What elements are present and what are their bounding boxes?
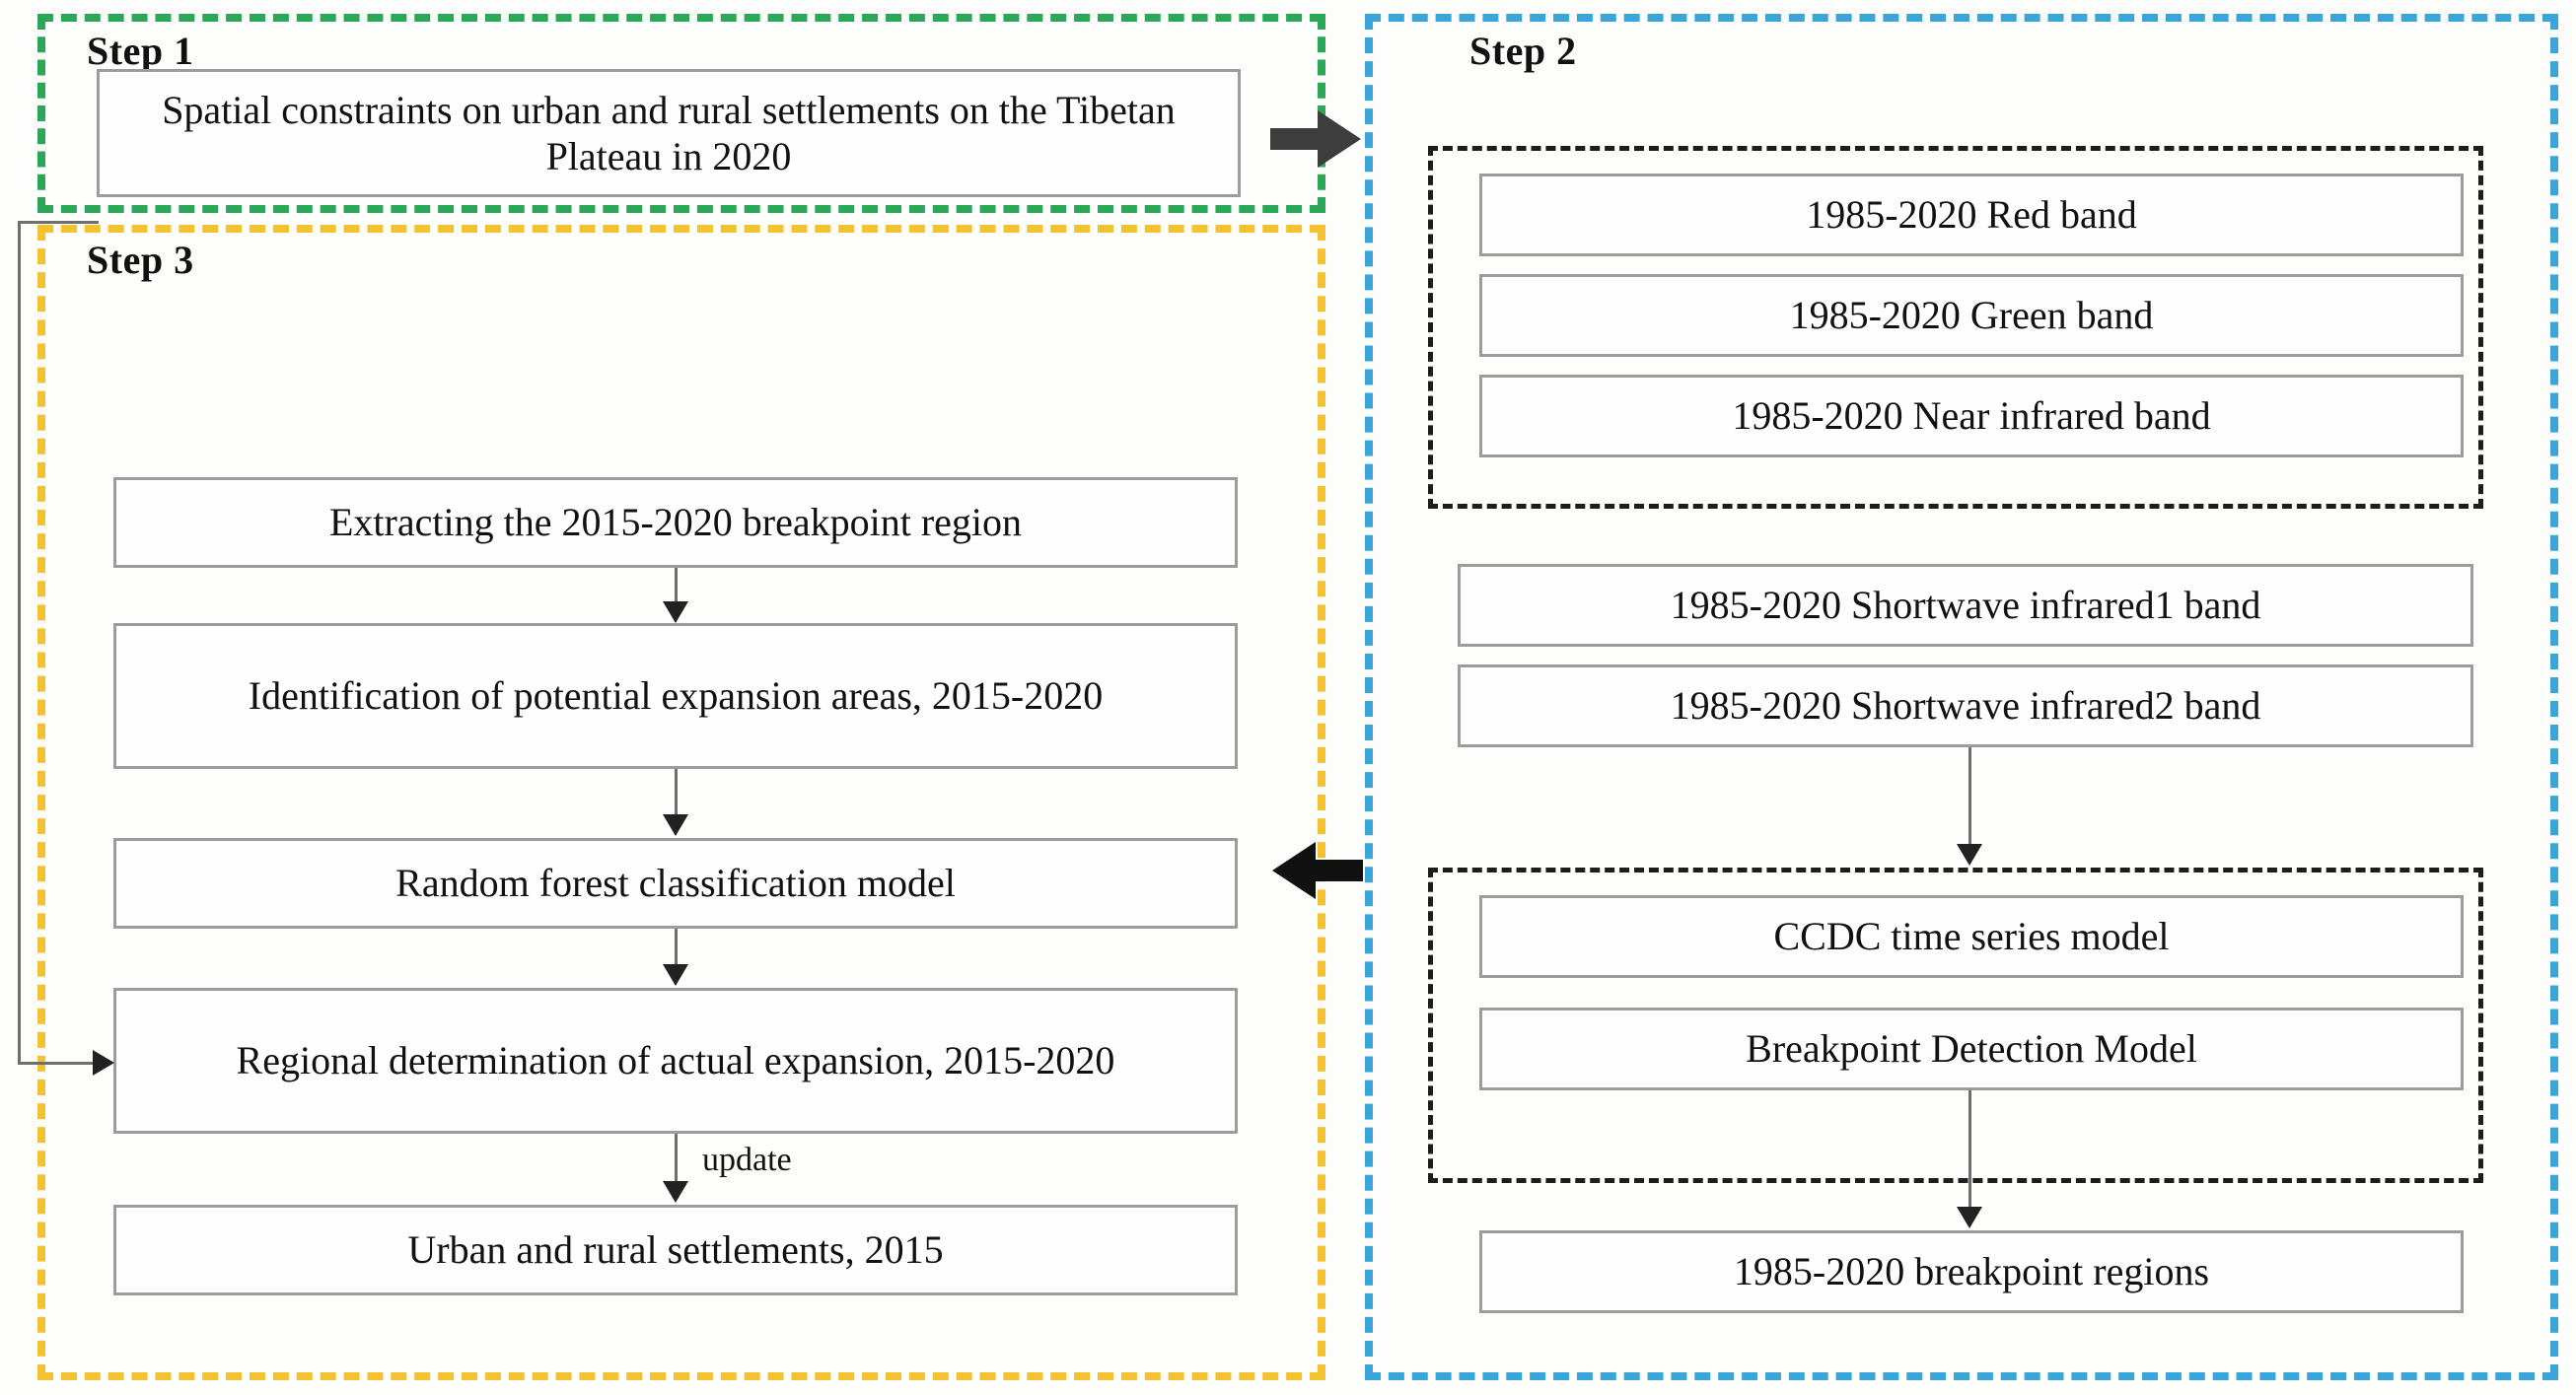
connector-line-s3-1 — [675, 568, 678, 603]
step2-title: Step 2 — [1469, 29, 1577, 73]
step1-title: Step 1 — [87, 29, 194, 73]
connector-line-s3-3 — [675, 929, 678, 966]
arrowhead-down-icon — [663, 1181, 688, 1203]
arrow-step2-to-step3-icon — [1272, 842, 1363, 899]
edge-label-update: update — [702, 1142, 792, 1178]
box-near-infrared-band[interactable]: 1985-2020 Near infrared band — [1479, 375, 2464, 457]
box-identification-potential-expansion[interactable]: Identification of potential expansion ar… — [113, 623, 1238, 769]
box-ccdc-time-series-model[interactable]: CCDC time series model — [1479, 895, 2464, 978]
box-random-forest-model[interactable]: Random forest classification model — [113, 838, 1238, 929]
connector-line-s2-2 — [1968, 1090, 1971, 1209]
box-urban-rural-settlements-2015[interactable]: Urban and rural settlements, 2015 — [113, 1205, 1238, 1295]
feedback-line-top — [18, 221, 99, 224]
connector-line-s3-2 — [675, 769, 678, 816]
arrowhead-down-icon — [663, 601, 688, 623]
arrowhead-right-icon — [93, 1050, 114, 1076]
step2-models-group — [1428, 868, 2483, 1183]
box-extracting-breakpoint-region[interactable]: Extracting the 2015-2020 breakpoint regi… — [113, 477, 1238, 568]
feedback-line-left — [18, 221, 21, 1065]
arrowhead-down-icon — [1957, 844, 1982, 866]
arrowhead-down-icon — [663, 964, 688, 986]
step2-bands-group — [1428, 146, 2483, 509]
arrowhead-down-icon — [663, 814, 688, 836]
box-shortwave-infrared1-band[interactable]: 1985-2020 Shortwave infrared1 band — [1458, 564, 2473, 647]
feedback-line-bottom — [18, 1062, 95, 1065]
box-regional-determination-actual-expansion[interactable]: Regional determination of actual expansi… — [113, 988, 1238, 1134]
box-spatial-constraints[interactable]: Spatial constraints on urban and rural s… — [97, 69, 1241, 197]
box-red-band[interactable]: 1985-2020 Red band — [1479, 174, 2464, 256]
box-green-band[interactable]: 1985-2020 Green band — [1479, 274, 2464, 357]
arrow-step1-to-step2-icon — [1270, 110, 1361, 168]
arrowhead-down-icon — [1957, 1207, 1982, 1228]
step3-title: Step 3 — [87, 238, 194, 282]
box-breakpoint-regions-output[interactable]: 1985-2020 breakpoint regions — [1479, 1230, 2464, 1313]
connector-line-s3-4 — [675, 1134, 678, 1183]
step2-frame — [1365, 14, 2558, 1380]
box-shortwave-infrared2-band[interactable]: 1985-2020 Shortwave infrared2 band — [1458, 664, 2473, 747]
box-breakpoint-detection-model[interactable]: Breakpoint Detection Model — [1479, 1008, 2464, 1090]
step3-frame — [37, 225, 1325, 1380]
connector-line-s2-1 — [1968, 747, 1971, 846]
